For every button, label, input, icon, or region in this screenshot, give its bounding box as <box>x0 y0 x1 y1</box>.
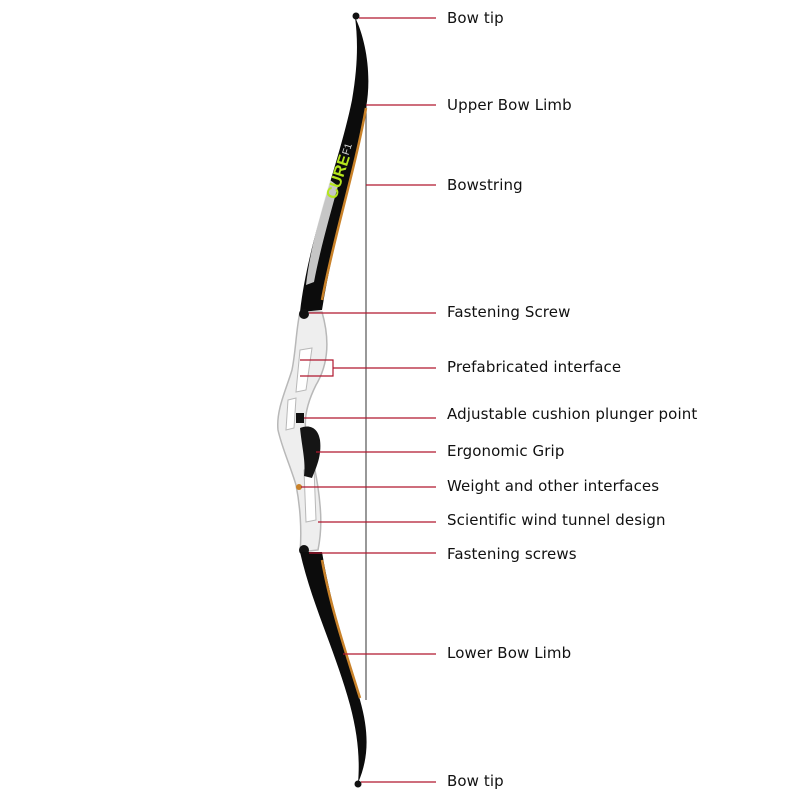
weight-interface-point <box>296 484 302 490</box>
label-fastening-screw: Fastening Screw <box>447 303 571 321</box>
plunger-point <box>296 413 304 423</box>
label-cushion-plunger-point: Adjustable cushion plunger point <box>447 405 698 423</box>
upper-fastening-screw <box>299 309 309 319</box>
label-bow-tip-top: Bow tip <box>447 9 504 27</box>
label-prefabricated-interface: Prefabricated interface <box>447 358 622 376</box>
grip <box>300 426 321 478</box>
label-ergonomic-grip: Ergonomic Grip <box>447 442 565 460</box>
limb-logo-suffix: F1 <box>341 142 355 157</box>
lower-limb-edge <box>320 559 362 699</box>
riser-cutout-mid <box>285 397 297 431</box>
label-lower-bow-limb: Lower Bow Limb <box>447 644 572 662</box>
upper-limb-edge <box>320 107 368 301</box>
label-weight-interfaces: Weight and other interfaces <box>447 477 660 495</box>
label-fastening-screws: Fastening screws <box>447 545 577 563</box>
riser-cutout-upper <box>295 347 313 393</box>
label-bowstring: Bowstring <box>447 176 523 194</box>
top-tip <box>352 12 360 20</box>
leader-prefabricated-interface <box>300 359 436 377</box>
leader-lines <box>300 17 436 783</box>
lower-limb <box>300 552 367 783</box>
bottom-tip <box>354 780 362 788</box>
label-bow-tip-bottom: Bow tip <box>447 772 504 790</box>
label-wind-tunnel-design: Scientific wind tunnel design <box>447 511 666 529</box>
label-upper-bow-limb: Upper Bow Limb <box>447 96 572 114</box>
upper-limb-white-stripe <box>306 180 338 285</box>
